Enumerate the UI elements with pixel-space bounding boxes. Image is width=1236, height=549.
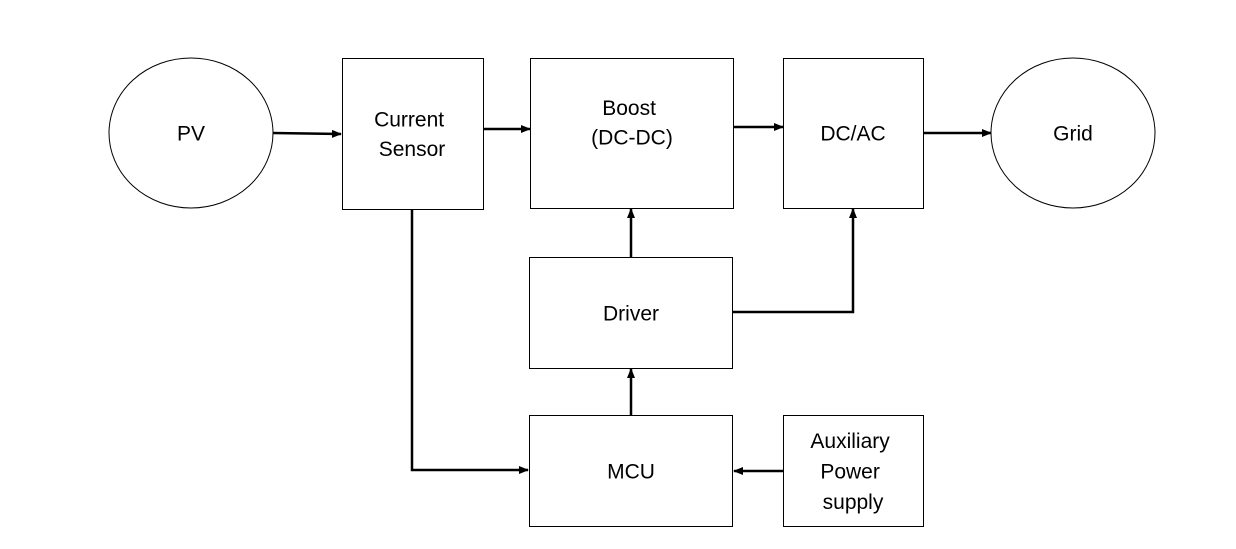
- pv-label: PV: [177, 122, 205, 145]
- boost-label-line: (DC-DC): [591, 127, 673, 150]
- node-mcu: MCU: [529, 415, 733, 527]
- dcac-box: [783, 58, 924, 209]
- driver-box: [529, 257, 733, 369]
- edge-current-sensor-to-mcu: [410, 210, 529, 474]
- current-sensor-label-line: Current: [374, 109, 444, 132]
- node-dcac: DC/AC: [783, 58, 924, 209]
- node-pv: PV: [108, 57, 274, 209]
- current-sensor-label-line: Sensor: [379, 138, 446, 161]
- edge-pv-to-current-sensor: [272, 129, 342, 138]
- aux-power-label-line: supply: [823, 491, 884, 514]
- pv-label-line: PV: [177, 122, 205, 145]
- aux-power-box: [783, 415, 924, 527]
- grid-label-line: Grid: [1053, 122, 1093, 145]
- mcu-box: [529, 415, 733, 527]
- edge-driver-to-dcac: [733, 208, 857, 314]
- aux-power-label: Auxiliary Power supply: [810, 430, 895, 514]
- boost-label-line: Boost: [602, 97, 656, 120]
- mcu-label: MCU: [607, 460, 655, 483]
- connections: [272, 123, 992, 475]
- driver-label: Driver: [603, 302, 659, 325]
- boost-label: Boost (DC-DC): [591, 97, 673, 149]
- pv-ellipse: [108, 57, 274, 209]
- node-current-sensor: Current Sensor: [342, 58, 484, 210]
- grid-ellipse: [990, 57, 1156, 209]
- dcac-label: DC/AC: [820, 122, 885, 145]
- current-sensor-box: [342, 58, 484, 210]
- aux-power-label-line: Auxiliary: [810, 430, 890, 453]
- node-grid: Grid: [990, 57, 1156, 209]
- dcac-label-line: DC/AC: [820, 122, 885, 145]
- driver-label-line: Driver: [603, 302, 659, 325]
- current-sensor-label: Current Sensor: [374, 109, 450, 161]
- mcu-label-line: MCU: [607, 460, 655, 483]
- grid-label: Grid: [1053, 122, 1093, 145]
- node-aux-power: Auxiliary Power supply: [783, 415, 924, 527]
- node-driver: Driver: [529, 257, 733, 369]
- boost-box: [530, 58, 734, 209]
- aux-power-label-line: Power: [820, 460, 880, 483]
- node-boost: Boost (DC-DC): [530, 58, 734, 209]
